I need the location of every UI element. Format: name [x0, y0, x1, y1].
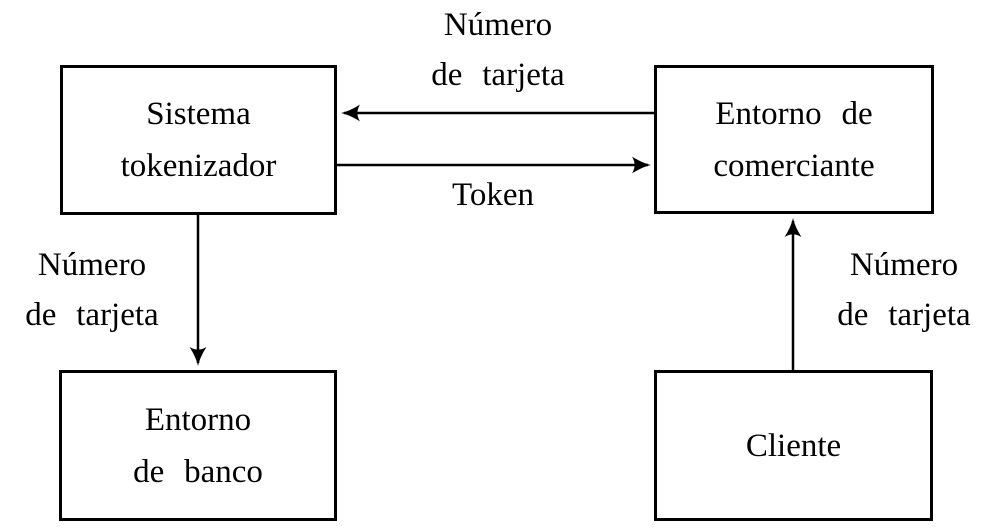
edge-label-card-number-right: Número de tarjeta	[837, 240, 970, 340]
node-label-line: de banco	[133, 453, 263, 490]
node-cliente: Cliente	[654, 370, 933, 521]
node-sistema-tokenizador: Sistema tokenizador	[60, 65, 337, 215]
node-label-line: Sistema	[146, 96, 251, 132]
node-label-line: Entorno	[144, 401, 252, 438]
edge-label-line: Número	[849, 247, 959, 283]
edge-label-token: Token	[452, 170, 534, 220]
edge-label-line: Número	[37, 247, 147, 283]
edge-label-card-number-left: Número de tarjeta	[25, 240, 158, 340]
edge-label-card-number-top: Número de tarjeta	[431, 0, 564, 100]
edge-label-line: de tarjeta	[25, 297, 159, 333]
node-label-line: Entorno de	[715, 95, 873, 132]
node-entorno-de-banco: Entorno de banco	[59, 370, 337, 521]
node-label-line: comerciante	[713, 147, 875, 184]
node-label-line: Cliente	[745, 427, 842, 464]
edge-label-line: de tarjeta	[431, 57, 565, 93]
node-label-line: tokenizador	[120, 148, 277, 184]
edge-label-line: de tarjeta	[837, 297, 971, 333]
edge-label-line: Número	[443, 7, 553, 43]
node-entorno-de-comerciante: Entorno de comerciante	[654, 65, 934, 214]
edge-label-line: Token	[451, 177, 535, 213]
